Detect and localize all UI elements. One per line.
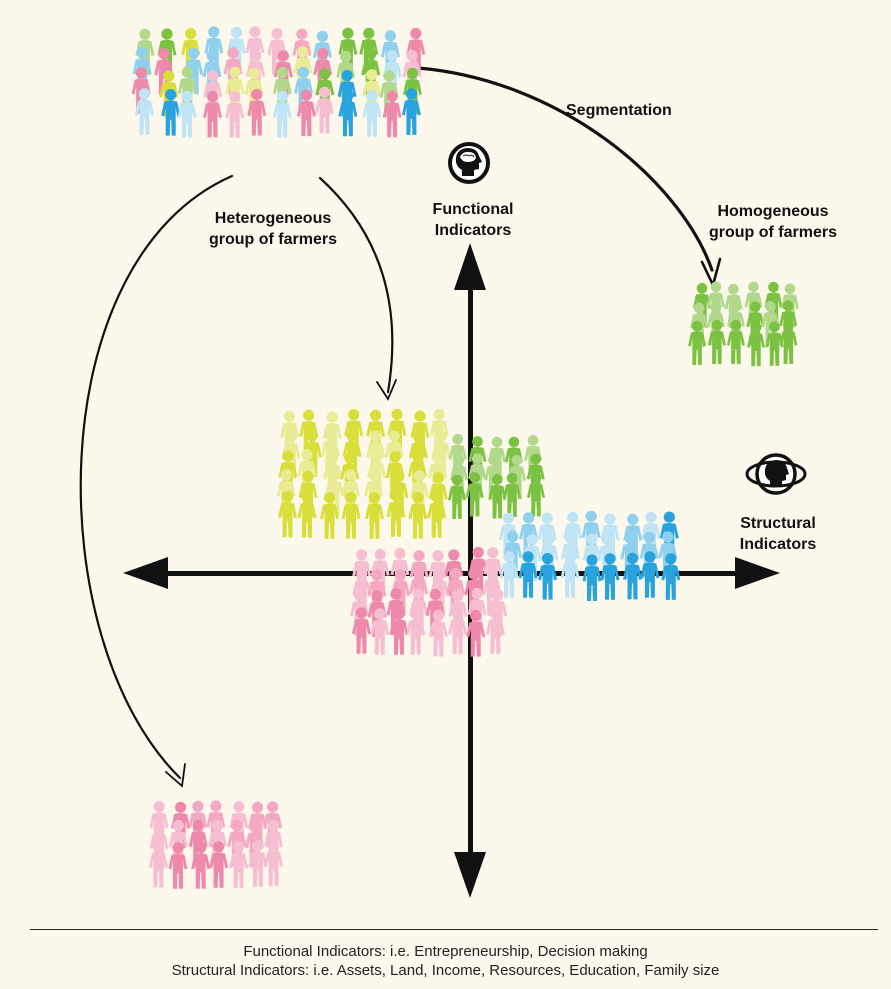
functional-label-line2: Indicators (434, 222, 512, 239)
blue-cluster (498, 510, 681, 601)
heterogeneous-label-line1: Heterogeneous (214, 210, 332, 227)
person-figure (168, 842, 188, 889)
person-figure (278, 490, 297, 538)
arrow-to-pink-cluster (79, 174, 234, 788)
footnote-divider (30, 929, 878, 930)
person-figure (746, 321, 766, 367)
person-figure (582, 554, 602, 601)
arrow-to-center-cluster (318, 176, 397, 401)
structural-label-line1: Structural (740, 515, 816, 532)
homogeneous-green-crowd (688, 281, 800, 367)
person-figure (272, 90, 292, 138)
person-figure (401, 88, 421, 135)
footnote-structural: Structural Indicators: i.e. Assets, Land… (171, 962, 720, 979)
brain-head-icon (448, 142, 490, 184)
structural-label-line2: Indicators (739, 536, 817, 553)
structural-indicators-label: Structural Indicators (718, 513, 838, 555)
axis-arrow-up (454, 243, 486, 290)
yellow-cluster (276, 408, 451, 539)
green-cluster (447, 433, 546, 519)
homogeneous-label: Homogeneous group of farmers (683, 201, 863, 243)
homogeneous-label-line2: group of farmers (708, 224, 837, 241)
functional-label-line1: Functional (432, 201, 514, 218)
heterogeneous-label: Heterogeneous group of farmers (183, 208, 363, 250)
pink-cluster (349, 546, 508, 657)
axis-arrow-down (454, 852, 486, 898)
heterogeneous-crowd (131, 26, 426, 138)
person-figure (408, 492, 428, 539)
homogeneous-label-line1: Homogeneous (717, 203, 829, 220)
person-figure (209, 841, 229, 888)
axis-arrow-right (735, 557, 780, 589)
person-figure (177, 90, 197, 138)
person-figure (297, 491, 317, 538)
functional-indicators-label: Functional Indicators (413, 199, 533, 241)
person-figure (365, 492, 384, 539)
heterogeneous-label-line2: group of farmers (208, 231, 337, 248)
person-figure (341, 492, 361, 539)
pink-segment-crowd (148, 800, 284, 889)
footnote-functional: Functional Indicators: i.e. Entrepreneur… (243, 943, 648, 960)
axis-arrow-left (123, 557, 168, 589)
segmentation-label: Segmentation (566, 102, 672, 119)
head-orbit-icon (745, 453, 807, 495)
person-figure (225, 91, 245, 138)
person-figure (362, 90, 382, 137)
person-figure (203, 90, 222, 138)
